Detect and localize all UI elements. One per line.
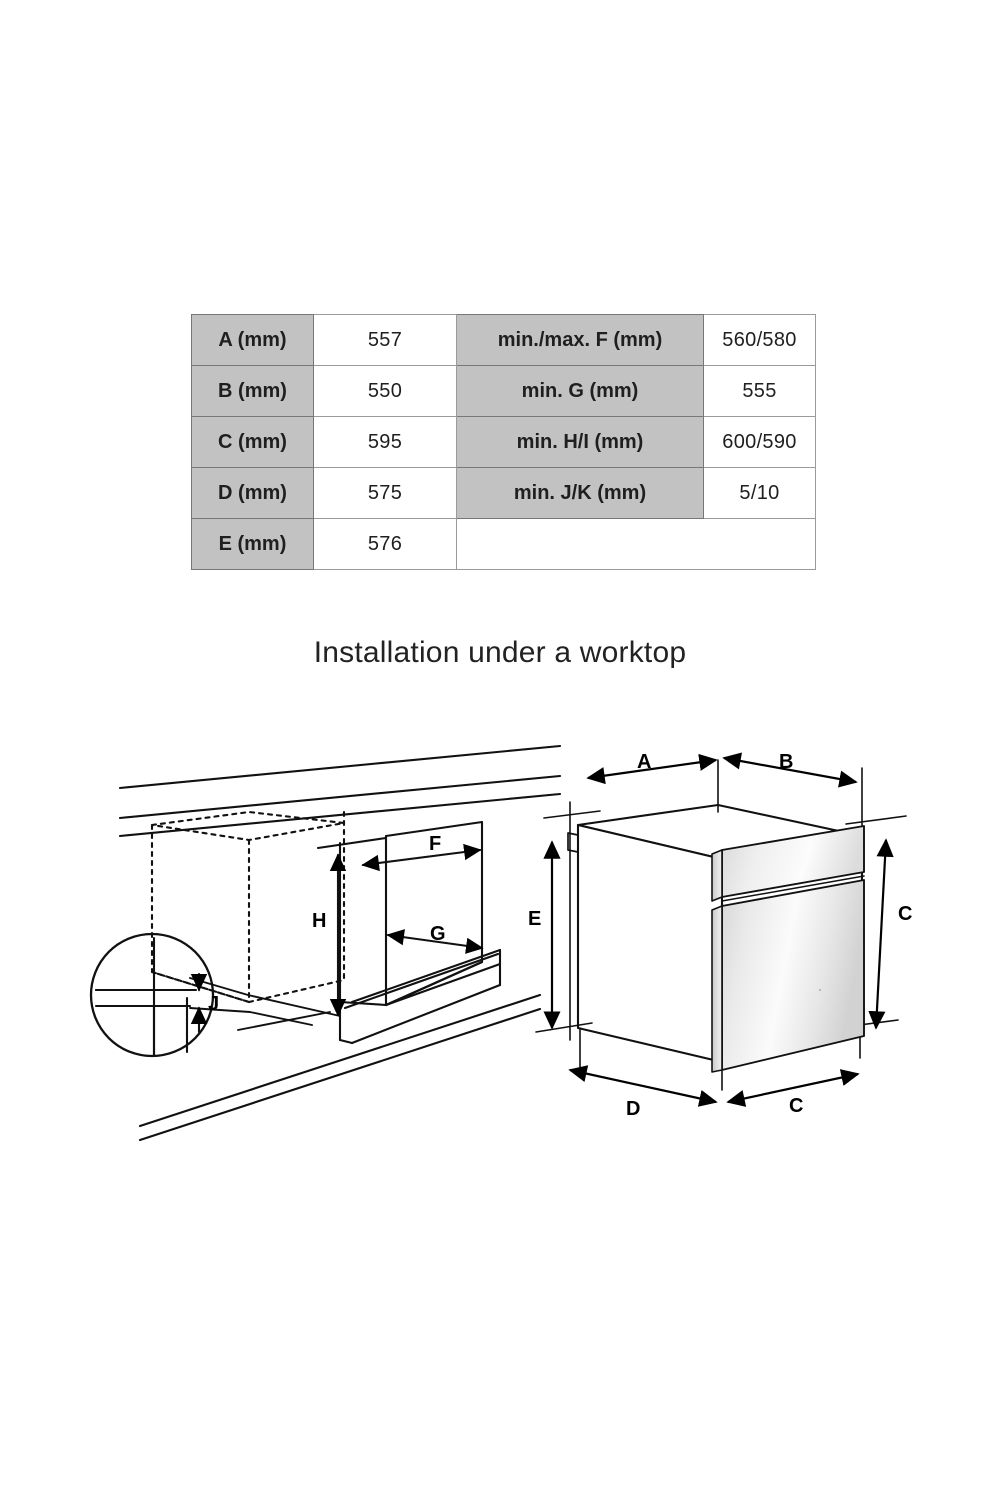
- oven-hinge-notch: [567, 832, 579, 853]
- dim-value-g: 555: [703, 365, 816, 417]
- dim-label-a: A (mm): [191, 314, 314, 366]
- label-d: D: [626, 1098, 640, 1120]
- label-a: A: [637, 751, 651, 773]
- cabinet-recess-drawing: [89, 744, 562, 1142]
- worktop-slab-lines: [118, 744, 562, 838]
- detail-magnifier-circle: [89, 932, 215, 1058]
- d-dimension-arrow: [568, 1065, 718, 1107]
- label-b: B: [779, 751, 793, 773]
- label-j: J: [208, 993, 219, 1015]
- dim-value-hi: 600/590: [703, 416, 816, 468]
- table-row: E (mm) 576: [191, 518, 816, 570]
- dim-label-b: B (mm): [191, 365, 314, 417]
- dim-label-d: D (mm): [191, 467, 314, 519]
- f-dimension-arrow: [361, 843, 482, 872]
- dim-label-jk: min. J/K (mm): [456, 467, 704, 519]
- oven-panel-left-edge: [711, 849, 723, 902]
- label-c-right: C: [898, 903, 912, 925]
- installation-diagrams: F G H J: [0, 740, 1000, 1170]
- a-dimension-arrow: [586, 753, 718, 785]
- dim-value-d: 575: [313, 467, 457, 519]
- c-bottom-dimension-arrow: [726, 1069, 860, 1107]
- dim-label-f: min./max. F (mm): [456, 314, 704, 366]
- label-c-bottom: C: [789, 1095, 803, 1117]
- table-row: B (mm) 550 min. G (mm) 555: [191, 365, 816, 417]
- oven-dimension-arrows: [543, 752, 894, 1107]
- dim-label-g: min. G (mm): [456, 365, 704, 417]
- table-empty-cell: [456, 518, 816, 570]
- dim-value-b: 550: [313, 365, 457, 417]
- table-row: D (mm) 575 min. J/K (mm) 5/10: [191, 467, 816, 519]
- cabinet-recess-solid: [316, 820, 502, 1045]
- dim-value-a: 557: [313, 314, 457, 366]
- c-right-dimension-arrow: [868, 838, 894, 1030]
- floor-lines: [138, 993, 542, 1142]
- oven-door: [721, 879, 865, 1071]
- page-title: Installation under a worktop: [313, 636, 687, 669]
- oven-panel-door-gap: [721, 875, 865, 902]
- detail-leader-lines: [189, 977, 341, 1031]
- label-g: G: [430, 923, 446, 945]
- table-row: A (mm) 557 min./max. F (mm) 560/580: [191, 314, 816, 366]
- dim-label-e: E (mm): [191, 518, 314, 570]
- b-dimension-arrow: [722, 752, 858, 788]
- oven-door-left-edge: [711, 905, 723, 1073]
- dim-value-jk: 5/10: [703, 467, 816, 519]
- label-f: F: [429, 833, 441, 855]
- dim-value-c: 595: [313, 416, 457, 468]
- dim-label-c: C (mm): [191, 416, 314, 468]
- dimension-table: A (mm) 557 min./max. F (mm) 560/580 B (m…: [191, 314, 816, 570]
- oven-body-drawing: [535, 759, 907, 1091]
- door-detail-dot: [818, 988, 822, 992]
- installation-diagram-svg: F G H J: [89, 744, 912, 1142]
- table-row: C (mm) 595 min. H/I (mm) 600/590: [191, 416, 816, 468]
- label-e: E: [528, 908, 541, 930]
- dim-value-e: 576: [313, 518, 457, 570]
- label-h: H: [312, 910, 326, 932]
- oven-left-face: [576, 823, 724, 1064]
- dim-label-hi: min. H/I (mm): [456, 416, 704, 468]
- dim-value-f: 560/580: [703, 314, 816, 366]
- g-dimension-arrow: [386, 929, 484, 954]
- dimension-table-container: A (mm) 557 min./max. F (mm) 560/580 B (m…: [191, 314, 816, 570]
